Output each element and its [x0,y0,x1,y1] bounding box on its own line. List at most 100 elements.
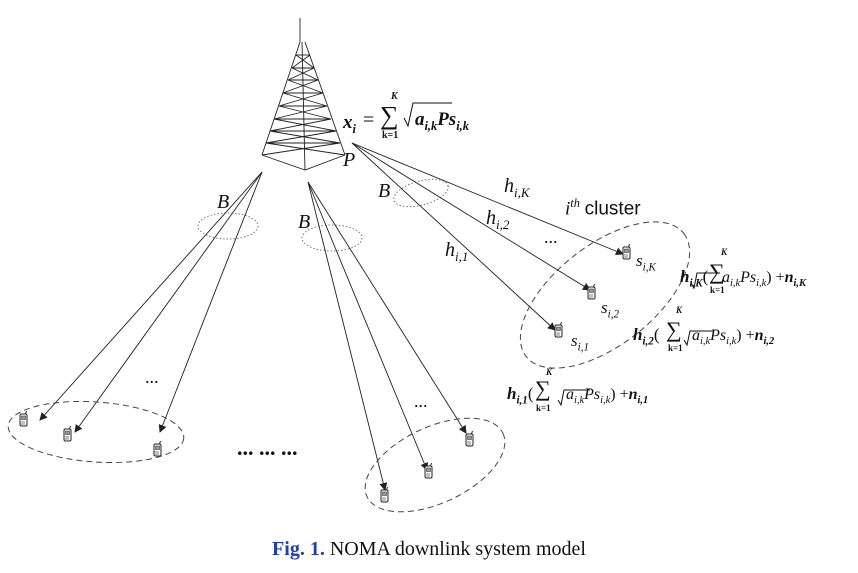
formula-s-subscript: i,k [456,118,469,133]
received-signal-1: hi,1( [507,385,534,406]
phone-icon [424,462,433,479]
received-signal-k-s: s [749,269,757,286]
channel-gain-1-subscript: i,1 [455,249,469,264]
received-signal-2-sigma: ∑ [666,317,682,342]
received-signal-1-noise-subscript: i,1 [637,395,649,407]
formula-xi: xi [343,113,356,135]
received-signal-1-s: s [593,386,601,403]
beam-label-right: B [378,180,391,202]
cluster-ellipse-right [519,221,691,369]
user-signal-k: si,K [636,252,656,273]
received-signal-k-sum-top: K [721,247,728,257]
received-signal-2-a: a [692,327,700,344]
beam-label-middle: B [298,211,311,233]
phone-icon [63,425,72,442]
user-signal-1: si,1 [571,332,589,353]
received-signal-1-sum-top: K [546,367,553,377]
user-signal-2-symbol: s [601,298,608,317]
received-signal-2-sum-bottom: k=1 [668,343,683,353]
figure-caption: Fig. 1. NOMA downlink system model [0,538,858,561]
user-signal-1-subscript: i,1 [577,341,589,354]
received-signal-1-s-subscript: i,k [600,395,611,407]
cluster-title-suffix: th [570,196,580,210]
dots-right-cluster: ... [544,227,558,247]
cluster-title: ith cluster [565,196,641,220]
received-signal-2-body: ai,kPsi,k) +ni,2 [692,328,774,348]
formula-xi-subscript: i [352,121,356,136]
received-signal-2-s-subscript: i,k [726,336,737,348]
received-signal-k-paren-open: ( [702,267,709,286]
received-signal-k-sum-bottom: k=1 [710,285,725,295]
received-signal-2-noise-subscript: i,2 [763,336,775,348]
received-signal-1-paren-open: ( [527,384,534,403]
received-signal-1-p: P [584,386,594,403]
received-signal-2-p: P [710,327,720,344]
received-signal-k-sigma: ∑ [709,259,725,284]
dots-left-beams: ... [145,367,159,387]
received-signal-2-sum-top: K [676,305,683,315]
received-signal-k-plus: + [775,269,785,286]
channel-gain-1-symbol: h [445,239,455,261]
phone-icon [153,440,162,457]
received-signal-2: hi,2( [633,326,660,347]
phone-icon [19,410,28,427]
user-signal-2: si,2 [601,299,619,320]
user-signal-2-subscript: i,2 [607,308,619,321]
beam-label-left: B [217,191,230,213]
formula-s: s [448,109,457,130]
received-signal-2-paren-open: ( [653,325,660,344]
formula-a: a [415,109,425,130]
received-signal-k-paren-close: ) [766,269,772,286]
received-signal-k-h: h [680,267,690,286]
channel-gain-2-subscript: i,2 [496,217,510,232]
received-signal-2-h-subscript: i,2 [642,335,654,348]
received-signal-1-plus: + [619,386,629,403]
received-signal-2-h: h [633,325,643,344]
phone-icon [554,321,563,338]
formula-equals: = [363,109,375,131]
received-signal-2-paren-close: ) [736,327,742,344]
cluster-title-word: cluster [584,198,641,220]
received-signal-1-sum-bottom: k=1 [536,403,551,413]
channel-gain-2: hi,2 [486,208,509,231]
dots-clusters: ... ... ... [237,435,298,460]
formula-marks [403,102,720,407]
tower-power-label: P [343,149,356,171]
received-signal-1-sigma: ∑ [535,376,551,401]
beam-arrows [39,142,624,491]
formula-a-subscript: i,k [424,118,438,133]
beam-ellipses [197,178,449,252]
formula-xi-symbol: x [343,112,353,133]
received-signal-2-a-subscript: i,k [700,336,711,348]
figure-caption-text: NOMA downlink system model [329,538,586,560]
channel-gain-2-symbol: h [486,207,496,229]
received-signal-k-a-subscript: i,k [730,278,741,290]
received-signal-k-noise-subscript: i,K [793,278,806,290]
received-signal-2-plus: + [745,327,755,344]
phone-icon [465,430,474,447]
received-signal-1-noise: n [628,386,638,403]
base-station-tower-icon [261,18,346,171]
beam-ellipse-middle [301,224,363,252]
figure-caption-number: Fig. 1. [272,538,325,560]
user-phones [19,243,631,503]
channel-gain-k-subscript: i,K [514,185,530,200]
received-signal-k-body: ai,kPsi,k) +ni,K [722,270,806,290]
channel-gain-k: hi,K [504,176,530,199]
phone-icon [587,283,596,300]
received-signal-1-a: a [566,386,574,403]
phone-icon [622,243,631,260]
user-signal-k-subscript: i,K [642,261,656,274]
received-signal-1-h-subscript: i,1 [516,394,528,407]
beam-ellipse-right [393,178,449,208]
channel-gain-k-symbol: h [504,175,514,197]
channel-gain-1: hi,1 [445,240,468,263]
cluster-ellipse-left [7,400,185,464]
formula-sum-bottom: k=1 [382,130,399,141]
received-signal-k-p: P [740,269,750,286]
received-signal-1-h: h [507,384,517,403]
formula-sigma: ∑ [380,101,399,130]
cluster-ellipse-middle [364,417,506,513]
received-signal-k-s-subscript: i,k [756,278,767,290]
